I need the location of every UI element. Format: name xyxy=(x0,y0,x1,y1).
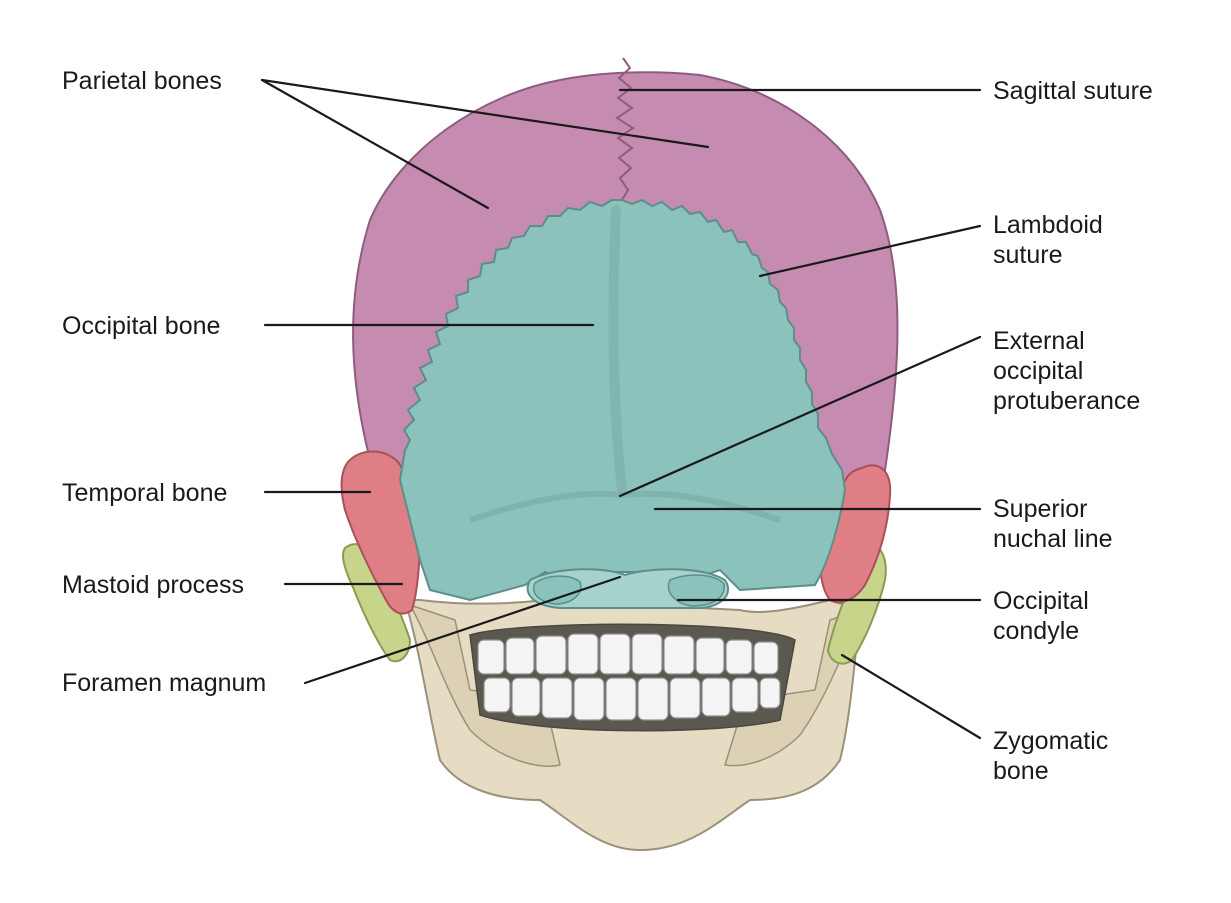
label-lambdoid-suture: Lambdoid suture xyxy=(993,210,1103,270)
sagittal-suture-line xyxy=(615,57,635,201)
label-snl-line-1: Superior xyxy=(993,495,1088,523)
leader-foramen-magnum xyxy=(303,575,622,685)
label-eop-line-1: External xyxy=(993,327,1085,355)
leader-parietal-2 xyxy=(260,78,710,149)
teeth xyxy=(469,623,796,732)
leader-parietal-1 xyxy=(260,78,490,210)
label-occipital-condyle: Occipital condyle xyxy=(993,586,1089,646)
label-zb-line-1: Zygomatic xyxy=(993,727,1109,755)
jaw-ramus-left xyxy=(408,603,561,767)
occipital-bone xyxy=(398,198,847,602)
label-parietal-bones: Parietal bones xyxy=(62,67,222,95)
leader-lines xyxy=(260,78,982,740)
label-eop-line-2: occipital xyxy=(993,357,1084,385)
label-sagittal-suture: Sagittal suture xyxy=(993,77,1153,105)
label-temporal-bone: Temporal bone xyxy=(62,479,228,507)
label-superior-nuchal-line: Superior nuchal line xyxy=(993,494,1113,554)
occipital-midline-crest xyxy=(608,205,627,495)
leader-external-protuberance xyxy=(618,335,982,498)
leader-lambdoid xyxy=(758,224,982,278)
label-zb-line-2: bone xyxy=(993,757,1049,785)
label-foramen-magnum: Foramen magnum xyxy=(62,669,267,697)
label-lambdoid-line-2: suture xyxy=(993,241,1063,269)
label-zygomatic-bone: Zygomatic bone xyxy=(993,726,1108,786)
label-oc-line-1: Occipital xyxy=(993,587,1089,615)
label-eop-line-3: protuberance xyxy=(993,387,1141,415)
leader-zygomatic xyxy=(840,653,982,740)
occipital-condyle-left xyxy=(533,575,582,605)
label-snl-line-2: nuchal line xyxy=(993,525,1113,553)
label-mastoid-process: Mastoid process xyxy=(62,571,245,599)
label-oc-line-2: condyle xyxy=(993,617,1080,645)
label-occipital-bone: Occipital bone xyxy=(62,312,221,340)
label-external-occipital-protuberance: External occipital protuberance xyxy=(993,326,1140,416)
label-lambdoid-line-1: Lambdoid xyxy=(993,211,1103,239)
